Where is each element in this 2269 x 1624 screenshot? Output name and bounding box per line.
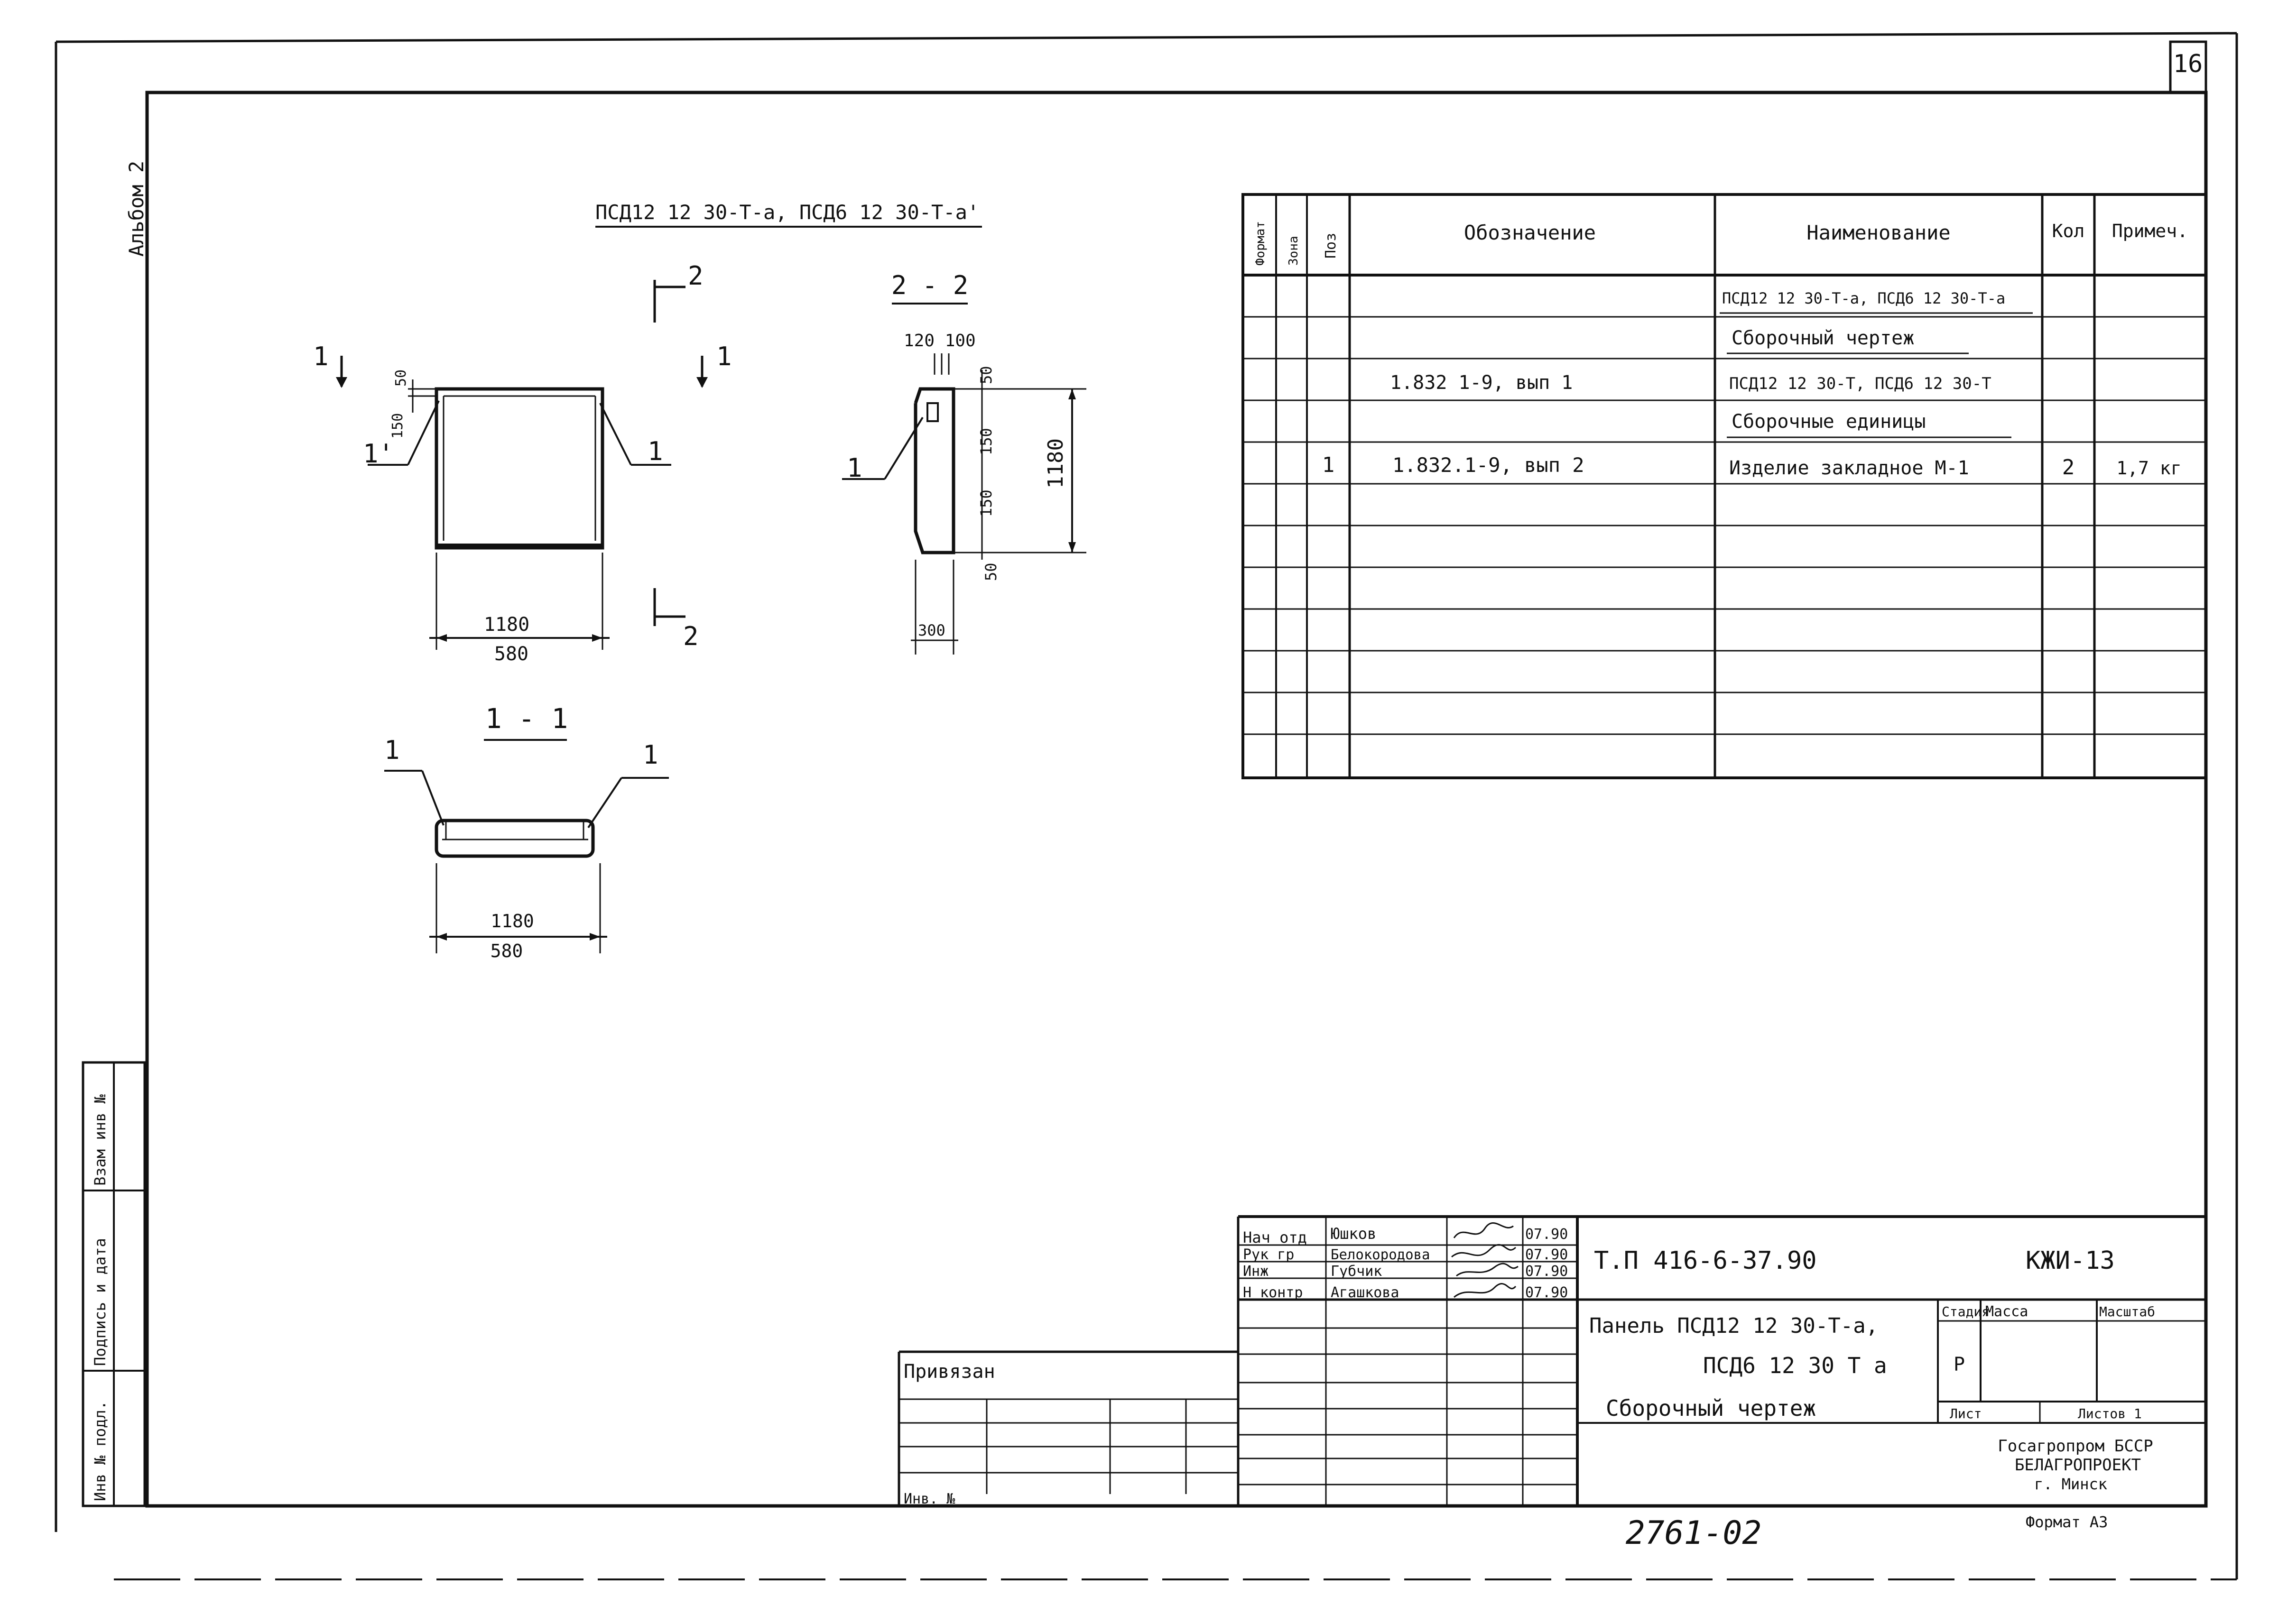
org-line2: БЕЛАГРОПРОЕКТ <box>2015 1456 2141 1475</box>
section-mark-2-top: 2 <box>688 261 704 291</box>
drawing-title-line3: Сборочный чертеж <box>1606 1395 1816 1421</box>
spec-row-3-designation: 1.832 1-9, вып 1 <box>1390 372 1573 394</box>
plan-callout-left: 1' <box>363 439 394 469</box>
spec-header-qty: Кол <box>2052 221 2085 241</box>
plan-dim-150: 150 <box>389 413 406 439</box>
side-stamp-inst-inv: Взам инв № <box>91 1094 109 1186</box>
scale-label: Масштаб <box>2099 1304 2155 1320</box>
section-1-1-title: 1 - 1 <box>485 702 568 735</box>
spec-row-4-name: Сборочные единицы <box>1732 411 1926 433</box>
spec-header-designation: Обозначение <box>1464 221 1596 244</box>
album-label: Альбом 2 <box>125 161 148 257</box>
sec11-callout-left: 1 <box>384 735 400 765</box>
org-line1: Госагропром БССР <box>1998 1437 2153 1456</box>
outer-frame <box>55 32 2238 1580</box>
sec22-dim-1180: 1180 <box>1044 438 1068 489</box>
plan-dim-50: 50 <box>393 369 409 387</box>
sec22-dim-120-100: 120 100 <box>904 331 976 351</box>
section-mark-2-bottom: 2 <box>683 621 699 651</box>
stamp-number: 2761-02 <box>1626 1514 1762 1552</box>
sheet-code: КЖИ-13 <box>2026 1246 2115 1275</box>
spec-row-5-note: 1,7 кг <box>2116 458 2181 479</box>
title-block: Привязан Инв. № Нач отд Юшков 07.90 Рук … <box>898 1215 2206 1531</box>
sec11-width-1180: 1180 <box>491 911 534 932</box>
mass-label: Масса <box>1985 1303 2028 1320</box>
section-1-1: 1 - 1 1 1 1180 580 <box>384 702 669 961</box>
signer-3-date: 07.90 <box>1525 1263 1568 1280</box>
page-number: 16 <box>2173 50 2203 78</box>
format-label: Формат А3 <box>2026 1513 2108 1531</box>
spec-header-note: Примеч. <box>2112 221 2188 241</box>
section-2-2-title: 2 - 2 <box>891 270 969 300</box>
side-stamp-sign-date: Подпись и дата <box>91 1238 109 1366</box>
stage-value: Р <box>1954 1354 1965 1375</box>
spec-table: Формат Зона Поз Обозначение Наименование… <box>1241 193 2207 779</box>
signer-1-date: 07.90 <box>1525 1226 1568 1243</box>
spec-header-pos: Поз <box>1323 233 1339 258</box>
sec22-callout: 1 <box>847 453 862 483</box>
signer-2-date: 07.90 <box>1525 1246 1568 1263</box>
plan-view: 2 2 1 1 50 150 1' 1 1180 <box>313 261 732 665</box>
spec-row-5-qty: 2 <box>2062 455 2075 480</box>
spec-header-name: Наименование <box>1806 221 1950 244</box>
sec22-dim-50-bot: 50 <box>982 563 1000 581</box>
sec22-width-300: 300 <box>918 621 945 639</box>
plan-width-1180: 1180 <box>484 614 529 636</box>
section-mark-1-left: 1 <box>313 341 329 371</box>
side-stamp-inv-orig: Инв № подл. <box>91 1401 109 1501</box>
drawing-title: ПСД12 12 30-Т-а, ПСД6 12 30-Т-а' <box>595 201 979 224</box>
sec22-dim-150-top: 150 <box>977 428 995 455</box>
spec-header-format: Формат <box>1253 221 1268 266</box>
spec-row-1-name: ПСД12 12 30-Т-а, ПСД6 12 30-Т-а <box>1722 289 2005 307</box>
inv-no-label: Инв. № <box>904 1491 955 1507</box>
spec-row-5-pos: 1 <box>1322 453 1335 477</box>
section-2-2: 2 - 2 120 100 50 150 1180 150 50 1 300 <box>842 270 1086 655</box>
sec11-width-580: 580 <box>491 941 523 961</box>
spec-row-2-name: Сборочный чертеж <box>1732 327 1914 349</box>
spec-row-5-name: Изделие закладное М-1 <box>1729 457 1969 479</box>
section-mark-1-right: 1 <box>716 341 732 371</box>
org-line3: г. Минск <box>2034 1475 2107 1493</box>
signer-1-role: Нач отд <box>1243 1228 1307 1246</box>
plan-width-580: 580 <box>494 643 528 665</box>
stage-label: Стадия <box>1942 1304 1990 1320</box>
signer-3-role: Инж <box>1243 1263 1269 1280</box>
signer-4-role: Н контр <box>1243 1284 1303 1301</box>
signer-2-name: Белокородова <box>1331 1246 1430 1263</box>
plan-callout-right: 1 <box>648 436 663 466</box>
page-number-box: 16 <box>2169 40 2207 94</box>
drawing-title-line2: ПСД6 12 30 Т а <box>1703 1353 1887 1378</box>
sec22-dim-150-bot: 150 <box>977 489 995 517</box>
sec11-callout-right: 1 <box>643 740 658 770</box>
spec-header-zone: Зона <box>1287 236 1301 266</box>
sec22-dim-50-top: 50 <box>977 366 995 384</box>
linked-label: Привязан <box>904 1361 995 1383</box>
inner-frame <box>145 91 2208 1508</box>
sheet-label: Лист <box>1950 1406 1982 1421</box>
signer-1-name: Юшков <box>1331 1225 1376 1243</box>
side-stamp: Взам инв № Подпись и дата Инв № подл. <box>82 1061 146 1507</box>
project-code: Т.П 416-6-37.90 <box>1594 1246 1817 1275</box>
drawing-title-line1: Панель ПСД12 12 30-Т-а, <box>1589 1314 1878 1338</box>
signer-4-date: 07.90 <box>1525 1284 1568 1301</box>
spec-row-5-designation: 1.832.1-9, вып 2 <box>1392 453 1584 477</box>
signature-marks <box>1451 1222 1519 1298</box>
signer-4-name: Агашкова <box>1331 1284 1399 1301</box>
spec-row-3-name: ПСД12 12 30-Т, ПСД6 12 30-Т <box>1729 374 1991 393</box>
signer-3-name: Губчик <box>1331 1263 1382 1280</box>
signer-2-role: Рук гр <box>1243 1246 1294 1263</box>
sheets-label: Листов 1 <box>2078 1406 2142 1421</box>
